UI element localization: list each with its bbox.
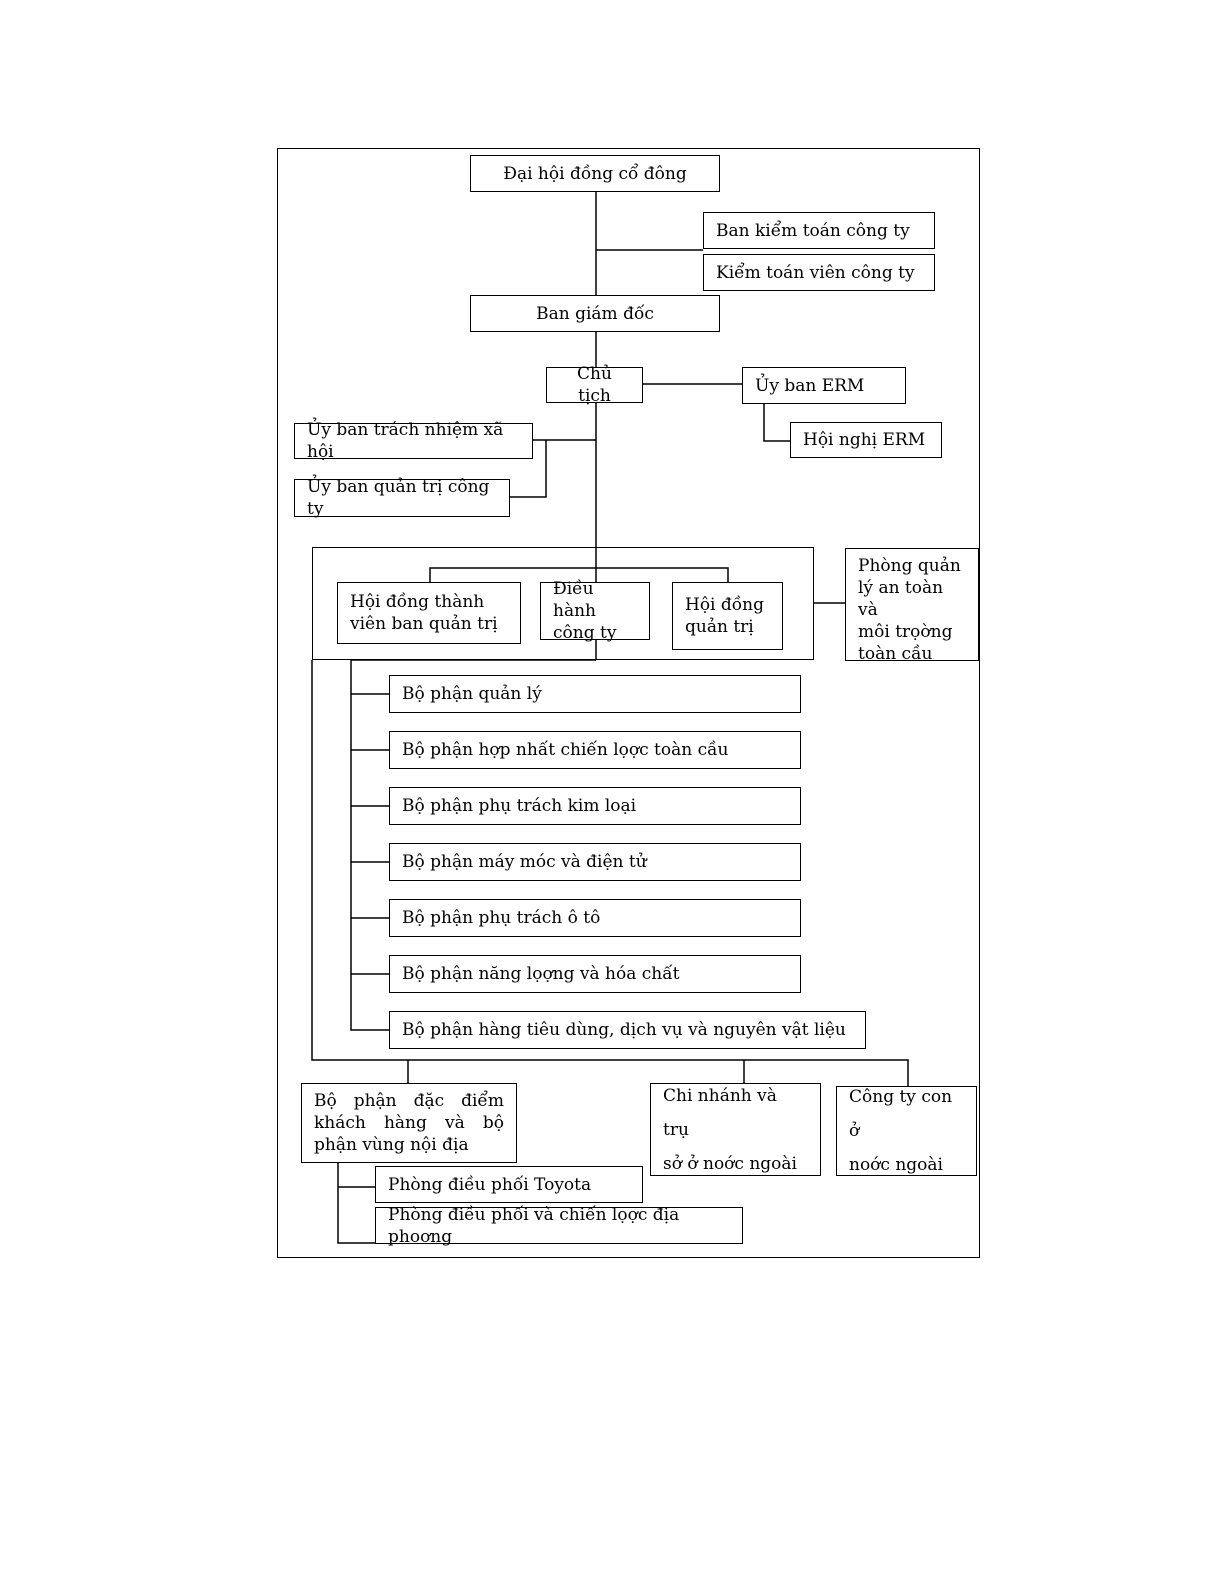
- executive-group-frame: [312, 547, 814, 660]
- erm-conference-box: Hội nghị ERM: [790, 422, 942, 458]
- division-box: Bộ phận phụ trách kim loại: [389, 787, 801, 825]
- division-box: Bộ phận hợp nhất chiến lọợc toàn cầu: [389, 731, 801, 769]
- division-box: Bộ phận phụ trách ô tô: [389, 899, 801, 937]
- board-box: Hội đồng quản trị: [672, 582, 783, 650]
- chairman-box: Chủ tịch: [546, 364, 643, 406]
- chart-frame: [277, 148, 980, 1258]
- auditor-box: Kiểm toán viên công ty: [703, 254, 935, 291]
- audit-board-box: Ban kiểm toán công ty: [703, 212, 935, 249]
- local-strategy-office-box: Phòng điều phối và chiến lọợc địa phoơng: [375, 1205, 743, 1247]
- executive-box: Điều hành công ty: [540, 579, 650, 643]
- safety-office-box: Phòng quản lý an toàn và môi trọờng toàn…: [845, 548, 979, 664]
- governance-committee-box: Ủy ban quản trị công ty: [294, 477, 510, 519]
- csr-committee-box: Ủy ban trách nhiệm xã hội: [294, 420, 533, 462]
- branches-abroad-box: Chi nhánh và trụ sở ở noớc ngoài: [650, 1083, 821, 1176]
- division-box: Bộ phận năng lọợng và hóa chất: [389, 955, 801, 993]
- toyota-office-box: Phòng điều phối Toyota: [375, 1166, 643, 1203]
- subsidiaries-abroad-box: Công ty con ở noớc ngoài: [836, 1086, 977, 1176]
- customer-division-box: Bộ phận đặc điểm khách hàng và bộ phận v…: [301, 1083, 517, 1163]
- division-box: Bộ phận máy móc và điện tử: [389, 843, 801, 881]
- division-box: Bộ phận hàng tiêu dùng, dịch vụ và nguyê…: [389, 1011, 866, 1049]
- division-box: Bộ phận quản lý: [389, 675, 801, 713]
- board-members-box: Hội đồng thành viên ban quản trị: [337, 582, 521, 644]
- shareholders-meeting-box: Đại hội đồng cổ đông: [470, 155, 720, 192]
- erm-committee-box: Ủy ban ERM: [742, 367, 906, 404]
- directors-box: Ban giám đốc: [470, 295, 720, 332]
